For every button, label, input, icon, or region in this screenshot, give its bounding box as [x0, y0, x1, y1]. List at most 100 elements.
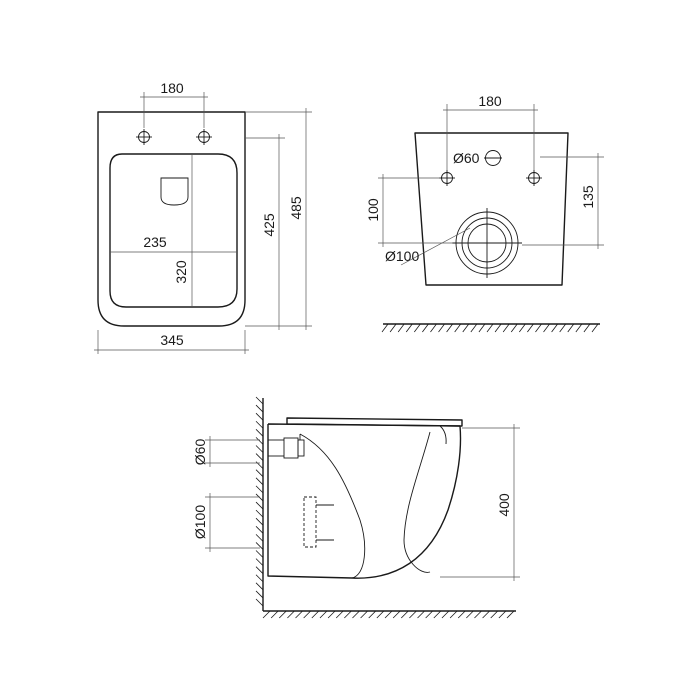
top-view-mounting-hole-left [136, 129, 152, 145]
side-view-outlet-label: Ø100 [192, 505, 208, 539]
hatch-line [575, 323, 583, 333]
top-view-depth-dimension: 485 [245, 108, 312, 330]
hatch-line [474, 610, 482, 619]
hatch-line [478, 323, 486, 333]
hatch-line [303, 610, 311, 619]
hatch-line [295, 610, 303, 619]
hatch-line [255, 574, 264, 583]
hatch-line [381, 323, 389, 333]
hatch-line [559, 323, 567, 333]
hatch-line [535, 323, 542, 333]
rear-view-outline [414, 132, 569, 286]
hatch-line [433, 610, 442, 619]
top-view-bowl-width-dimension: 235 [110, 234, 237, 253]
top-view-width-label: 345 [160, 332, 184, 348]
hatch-line [327, 610, 336, 619]
hatch-line [287, 610, 295, 619]
hatch-line [255, 469, 264, 478]
hatch-line [470, 323, 478, 333]
hatch-line [543, 323, 550, 333]
hatch-line [255, 477, 264, 486]
hatch-line [591, 323, 599, 333]
hatch-line [255, 453, 264, 461]
hatch-line [494, 323, 502, 333]
hatch-line [255, 509, 264, 518]
hatch-line [255, 429, 264, 437]
hatch-line [527, 323, 534, 333]
hatch-line [344, 610, 352, 619]
hatch-line [441, 610, 450, 619]
top-view-outlet-slot [160, 177, 189, 206]
hatch-line [255, 420, 264, 429]
side-view: Ø60 Ø100 400 [192, 396, 520, 619]
hatch-line [255, 598, 264, 607]
rear-view-hole-spacing-label: 180 [478, 93, 502, 109]
hatch-line [446, 323, 453, 333]
side-view-rim [439, 425, 447, 445]
hatch-line [376, 610, 385, 619]
hatch-line [255, 542, 264, 550]
side-view-floor [262, 610, 516, 619]
top-view-width-dimension: 345 [94, 330, 249, 354]
hatch-line [255, 582, 264, 591]
hatch-line [278, 610, 287, 619]
side-view-seat [286, 417, 463, 427]
rear-view-outlet-pipe [400, 208, 522, 278]
hatch-line [462, 323, 470, 333]
rear-view-floor [381, 323, 600, 333]
hatch-line [438, 323, 445, 333]
top-view-outline [97, 111, 246, 327]
hatch-line [510, 323, 518, 333]
hatch-line [384, 610, 393, 619]
hatch-line [255, 566, 264, 574]
top-view-mounting-hole-right [196, 129, 212, 145]
hatch-line [255, 437, 264, 445]
hatch-line [482, 610, 490, 619]
hatch-line [413, 323, 421, 333]
hatch-line [319, 610, 328, 619]
rear-view-outlet-label: Ø100 [385, 248, 419, 264]
top-view: 180 235 320 345 425 485 [94, 80, 312, 354]
rear-view-inlet-label: Ø60 [453, 150, 480, 166]
top-view-bowl-length-dimension: 320 [173, 154, 193, 307]
side-view-inlet-dimension: Ø60 [192, 436, 260, 467]
hatch-line [422, 323, 429, 333]
side-view-height-label: 400 [496, 493, 512, 517]
hatch-line [255, 412, 264, 421]
hatch-line [405, 323, 413, 333]
top-view-hole-spacing-label: 180 [160, 80, 184, 96]
hatch-line [255, 404, 264, 413]
hatch-line [255, 534, 264, 542]
hatch-line [255, 485, 264, 494]
hatch-line [392, 610, 401, 619]
hatch-line [262, 610, 271, 619]
hatch-line [255, 501, 264, 510]
side-view-outlet-dimension: Ø100 [192, 493, 260, 552]
top-view-bowl-opening [109, 153, 238, 308]
hatch-line [255, 558, 264, 566]
hatch-line [409, 610, 417, 619]
rear-view-outlet-height-label: 100 [365, 198, 381, 222]
hatch-line [335, 610, 344, 619]
hatch-line [430, 323, 437, 333]
hatch-line [486, 323, 494, 333]
hatch-line [360, 610, 368, 619]
hatch-line [255, 590, 264, 599]
hatch-line [551, 323, 558, 333]
hatch-line [466, 610, 474, 619]
top-view-bowl-width-label: 235 [143, 234, 167, 250]
rear-view-outlet-height-dimension: 100 [365, 174, 453, 247]
hatch-line [449, 610, 458, 619]
side-view-wall [255, 396, 264, 611]
side-view-outlet-connector [303, 496, 317, 548]
hatch-line [311, 610, 320, 619]
top-view-depth-label: 485 [288, 196, 304, 220]
hatch-line [255, 550, 264, 558]
hatch-line [567, 323, 575, 333]
rear-view: Ø60 Ø100 180 100 135 [365, 93, 604, 333]
rear-view-mounting-hole-left [439, 170, 455, 186]
hatch-line [352, 610, 360, 619]
top-view-inner-depth-dimension: 425 [245, 134, 285, 330]
hatch-line [255, 396, 264, 405]
rear-view-hole-height-dimension: 135 [522, 153, 604, 249]
